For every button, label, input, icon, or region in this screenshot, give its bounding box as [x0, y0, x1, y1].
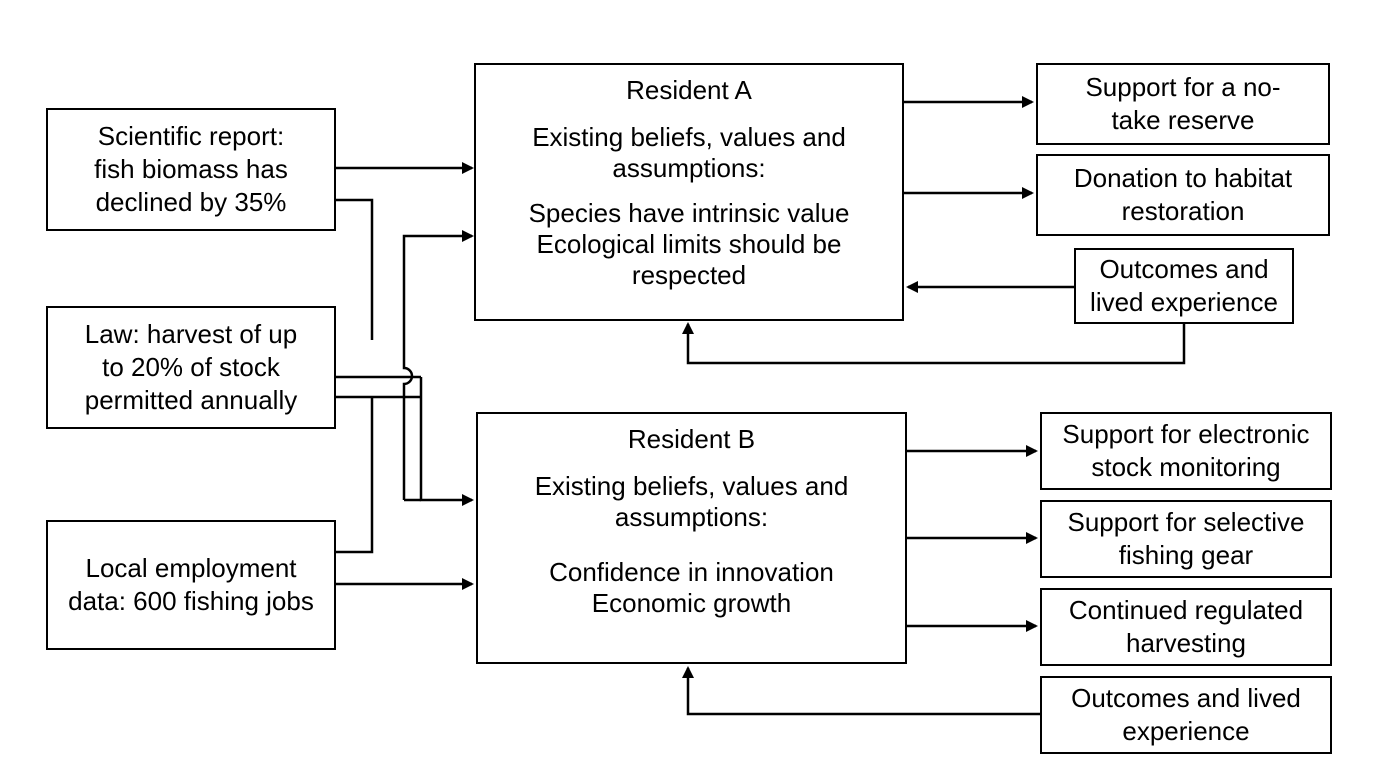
output-habitat-donation: Donation to habitat restoration: [1036, 154, 1330, 236]
resident-a-title: Resident A: [626, 75, 752, 105]
resident-b-values: Confidence in innovation Economic growth: [478, 557, 905, 619]
output-b3-line-2: harvesting: [1126, 628, 1246, 658]
scientific-report-line-1: Scientific report:: [97, 121, 285, 151]
line-employment-up: [336, 397, 374, 554]
output-no-take-reserve: Support for a no- take reserve: [1036, 63, 1330, 145]
output-electronic-monitoring: Support for electronic stock monitoring: [1040, 412, 1332, 490]
feedback-a-line-2: lived experience: [1090, 287, 1278, 317]
resident-a-value-2: Ecological limits should be: [536, 229, 842, 259]
output-b3-line-1: Continued regulated: [1068, 595, 1304, 625]
output-b2-line-2: fishing gear: [1118, 540, 1254, 570]
employment-box: Local employment data: 600 fishing jobs: [46, 520, 336, 650]
resident-b-heading-line-2: assumptions:: [614, 502, 769, 532]
resident-b-heading: Existing beliefs, values and assumptions…: [478, 471, 905, 533]
feedback-a-line-1: Outcomes and: [1099, 254, 1269, 284]
feedback-b-line-1: Outcomes and lived: [1071, 683, 1301, 713]
law-line-3: permitted annually: [84, 385, 298, 415]
line-report-down: [336, 198, 374, 340]
output-a2-line-2: restoration: [1121, 196, 1245, 226]
resident-b-heading-line-1: Existing beliefs, values and: [534, 471, 849, 501]
arrow-law-to-b: [419, 377, 474, 506]
output-a1-line-1: Support for a no-: [1085, 72, 1281, 102]
output-b2-line-1: Support for selective: [1067, 507, 1305, 537]
output-selective-gear: Support for selective fishing gear: [1040, 500, 1332, 578]
arrow-feedback-a-loop: [682, 322, 1186, 365]
output-b1-line-2: stock monitoring: [1091, 452, 1281, 482]
resident-a-values: Species have intrinsic value Ecological …: [476, 198, 902, 291]
resident-a-value-1: Species have intrinsic value: [528, 198, 850, 228]
output-regulated-harvesting: Continued regulated harvesting: [1040, 588, 1332, 666]
employment-line-2: data: 600 fishing jobs: [68, 586, 314, 616]
output-b1-line-1: Support for electronic: [1062, 419, 1310, 449]
law-box: Law: harvest of up to 20% of stock permi…: [46, 306, 336, 429]
resident-a-heading-line-1: Existing beliefs, values and: [532, 122, 846, 152]
resident-a-heading: Existing beliefs, values and assumptions…: [476, 122, 902, 184]
output-a1-line-2: take reserve: [1111, 105, 1255, 135]
scientific-report-line-2: fish biomass has: [94, 154, 288, 184]
feedback-b-line-2: experience: [1122, 716, 1250, 746]
feedback-a-box: Outcomes and lived experience: [1074, 248, 1294, 324]
resident-b-title: Resident B: [627, 424, 756, 454]
employment-line-1: Local employment: [85, 553, 297, 583]
resident-a-value-3: respected: [631, 260, 747, 290]
resident-b-box: Resident B Existing beliefs, values and …: [476, 412, 907, 664]
law-line-2: to 20% of stock: [102, 352, 280, 382]
arrow-law-to-a: [402, 230, 474, 500]
resident-a-box: Resident A Existing beliefs, values and …: [474, 63, 904, 321]
arrow-feedback-b-loop: [682, 666, 1040, 716]
resident-b-value-2: Economic growth: [591, 588, 792, 618]
law-line-1: Law: harvest of up: [84, 319, 298, 349]
scientific-report-line-3: declined by 35%: [95, 187, 287, 217]
resident-b-value-1: Confidence in innovation: [549, 557, 834, 587]
output-a2-line-1: Donation to habitat: [1073, 163, 1293, 193]
feedback-b-box: Outcomes and lived experience: [1040, 676, 1332, 754]
scientific-report-box: Scientific report: fish biomass has decl…: [46, 108, 336, 231]
resident-a-heading-line-2: assumptions:: [612, 153, 766, 183]
